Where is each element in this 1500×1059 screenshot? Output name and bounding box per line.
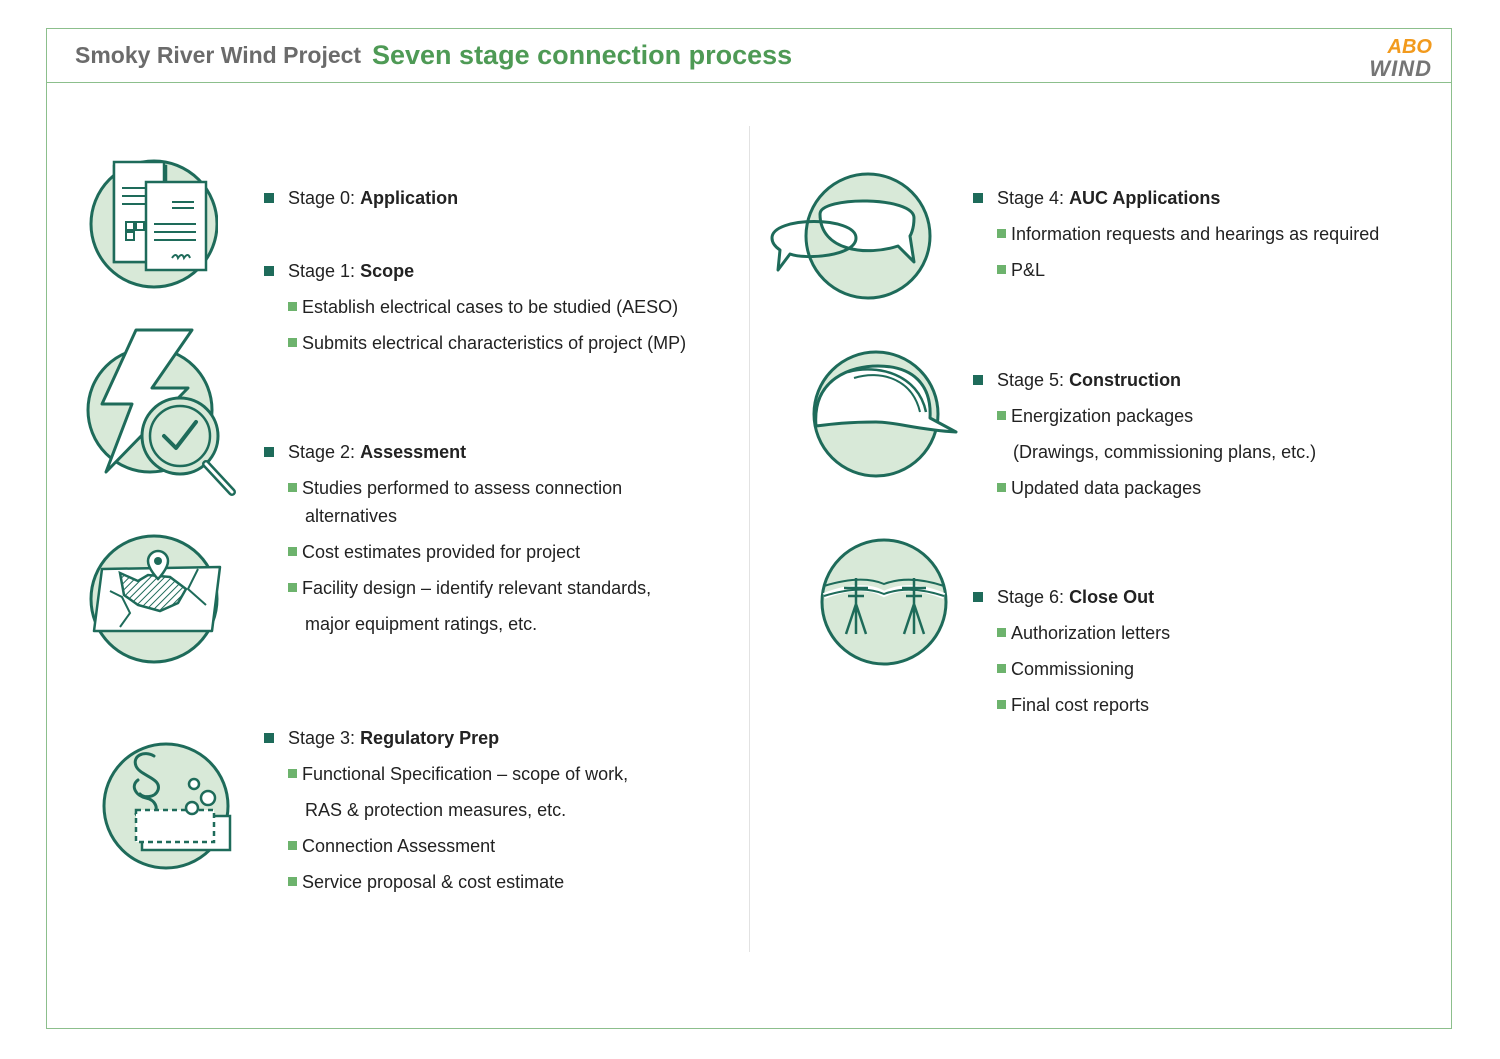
list-item: Cost estimates provided for project <box>264 534 651 570</box>
list-item: Establish electrical cases to be studied… <box>264 289 686 325</box>
stage-4-heading: Stage 4: AUC Applications <box>973 180 1379 216</box>
abo-wind-logo: ABO WIND <box>1348 36 1432 81</box>
project-title: Smoky River Wind Project <box>75 42 362 68</box>
list-item: Commissioning <box>973 651 1170 687</box>
lightning-check-icon <box>86 328 236 496</box>
map-pin-icon <box>89 534 222 664</box>
list-item: Authorization letters <box>973 615 1170 651</box>
stage-6-heading: Stage 6: Close Out <box>973 579 1170 615</box>
list-item-continuation: (Drawings, commissioning plans, etc.) <box>1013 442 1317 462</box>
column-divider <box>749 126 750 952</box>
list-item-continuation: RAS & protection measures, etc. <box>305 800 567 820</box>
list-item: Updated data packages <box>973 470 1316 506</box>
header-divider <box>46 82 1452 83</box>
page-title: Seven stage connection process <box>372 40 793 70</box>
list-item: Service proposal & cost estimate <box>264 864 628 900</box>
list-item: Information requests and hearings as req… <box>973 216 1379 252</box>
stage-0: Stage 0: Application <box>264 180 458 216</box>
page-frame <box>46 28 1452 1029</box>
stage-0-heading: Stage 0: Application <box>264 180 458 216</box>
stage-3-heading: Stage 3: Regulatory Prep <box>264 720 628 756</box>
documents-icon <box>89 159 218 289</box>
list-item-continuation: alternatives <box>305 506 398 526</box>
stage-5: Stage 5: Construction Energization packa… <box>973 362 1316 506</box>
stage-5-heading: Stage 5: Construction <box>973 362 1316 398</box>
logo-line-2: WIND <box>1369 56 1432 81</box>
logo-line-1: ABO <box>1387 36 1432 58</box>
list-item: Final cost reports <box>973 687 1170 723</box>
stage-1-heading: Stage 1: Scope <box>264 253 686 289</box>
list-item: Facility design – identify relevant stan… <box>264 570 651 606</box>
list-item: Studies performed to assess connection <box>264 470 651 506</box>
speech-bubbles-icon <box>770 172 932 300</box>
list-item: Connection Assessment <box>264 828 628 864</box>
stage-1: Stage 1: Scope Establish electrical case… <box>264 253 686 361</box>
stage-6: Stage 6: Close Out Authorization letters… <box>973 579 1170 723</box>
stage-2: Stage 2: Assessment Studies performed to… <box>264 434 651 642</box>
list-item: Energization packages <box>973 398 1316 434</box>
list-item: Functional Specification – scope of work… <box>264 756 628 792</box>
stage-4: Stage 4: AUC Applications Information re… <box>973 180 1379 288</box>
list-item-continuation: major equipment ratings, etc. <box>305 614 538 634</box>
list-item: P&L <box>973 252 1379 288</box>
stage-2-heading: Stage 2: Assessment <box>264 434 651 470</box>
power-pylons-icon <box>820 538 948 666</box>
helmet-icon <box>812 350 958 478</box>
paragraph-icon <box>102 742 232 870</box>
stage-3: Stage 3: Regulatory Prep Functional Spec… <box>264 720 628 900</box>
list-item: Submits electrical characteristics of pr… <box>264 325 686 361</box>
